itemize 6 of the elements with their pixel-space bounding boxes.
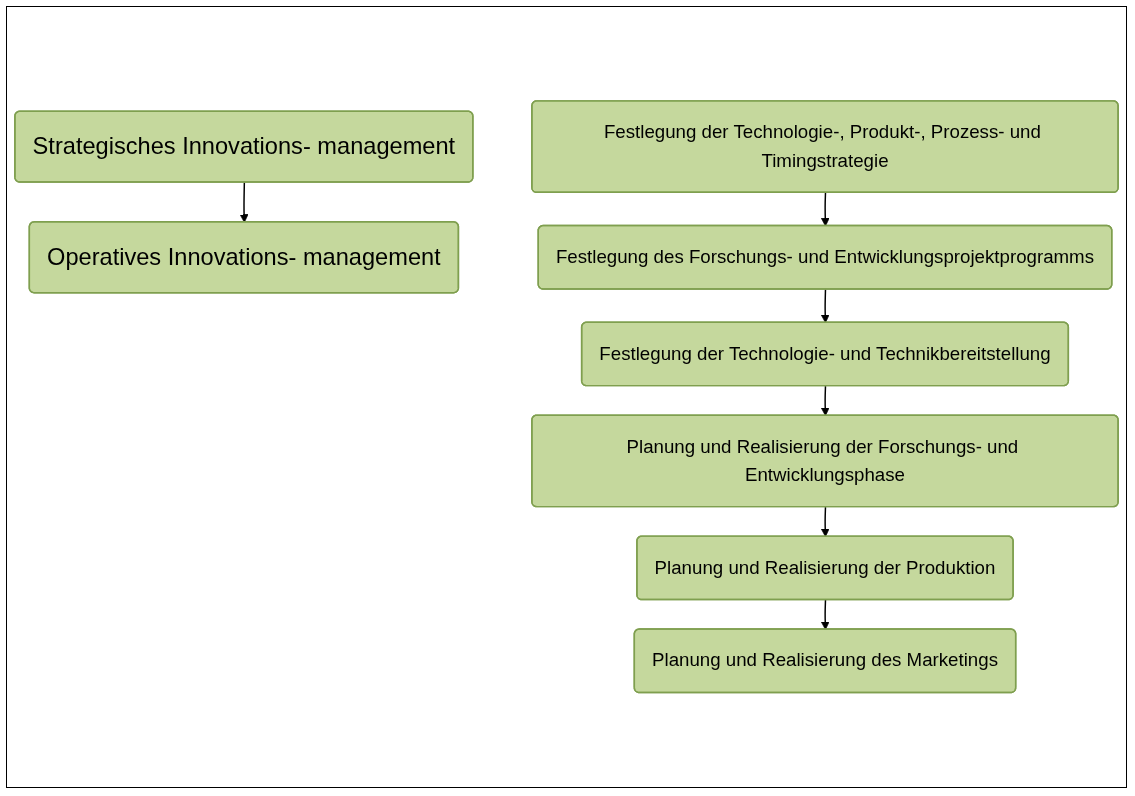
arrow <box>820 289 830 324</box>
arrow <box>820 192 830 227</box>
arrow <box>820 599 830 631</box>
arrow <box>239 182 249 224</box>
arrow <box>820 506 830 538</box>
arrow <box>820 385 830 417</box>
